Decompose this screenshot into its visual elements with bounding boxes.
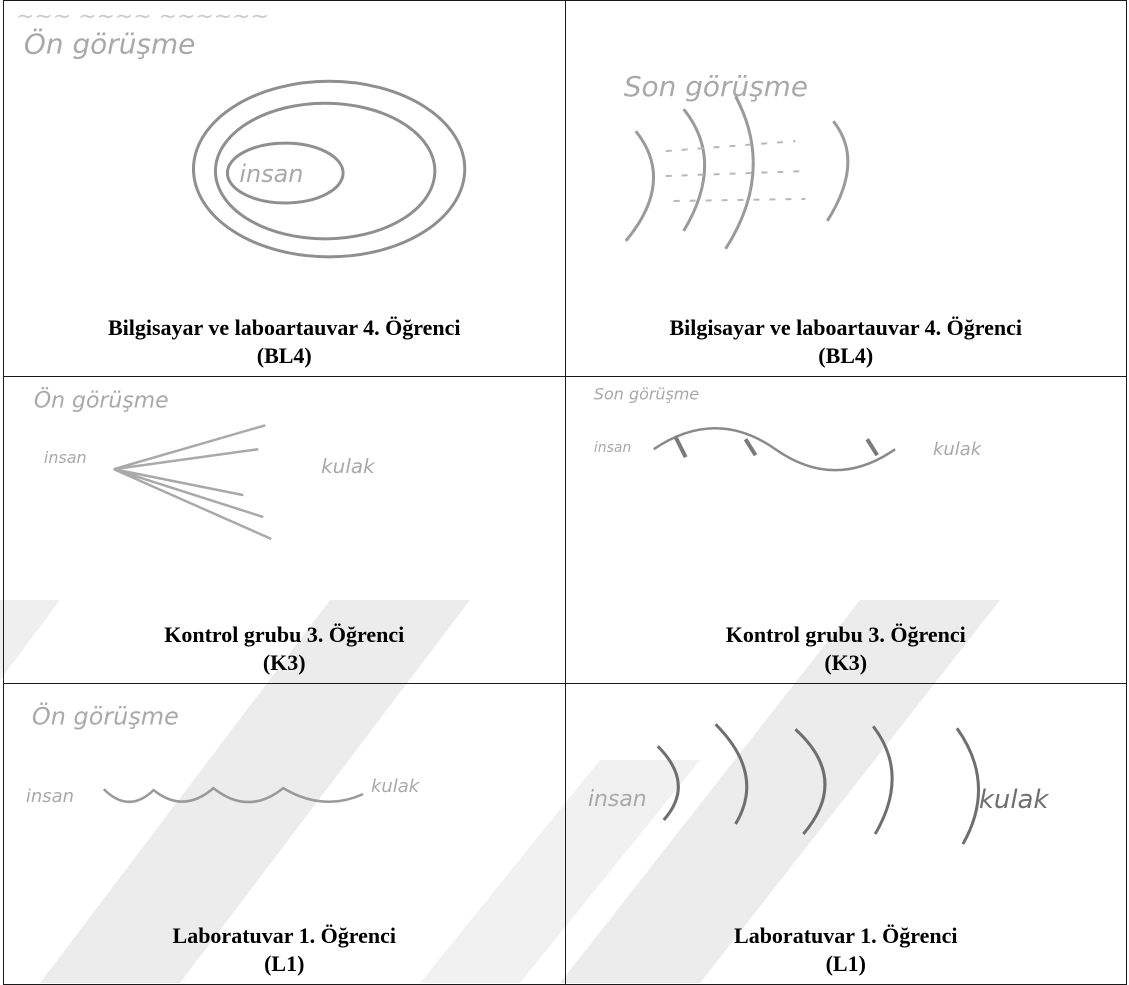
drawing-word-kulak: kulak xyxy=(933,439,982,460)
drawing-heading: Son görüşme xyxy=(593,384,698,403)
svg-text:~~~ ~~~~ ~~~~~~: ~~~ ~~~~ ~~~~~~ xyxy=(16,4,269,29)
drawings-table: ~~~ ~~~~ ~~~~~~ Ön görüşme insan Bilgisa… xyxy=(3,0,1127,985)
drawing-word-insan: insan xyxy=(593,440,630,456)
cell-k3-pre: Ön görüşme insan kulak Kontrol grubu 3. … xyxy=(4,377,566,684)
caption: Bilgisayar ve laboartauvar 4. Öğrenci (B… xyxy=(566,314,1127,370)
caption: Kontrol grubu 3. Öğrenci (K3) xyxy=(566,621,1127,677)
caption-line1: Kontrol grubu 3. Öğrenci xyxy=(566,621,1127,649)
drawing-word-insan: insan xyxy=(26,786,74,807)
drawing-word-kulak: kulak xyxy=(321,454,376,478)
caption: Kontrol grubu 3. Öğrenci (K3) xyxy=(4,621,565,677)
caption-line1: Laboratuvar 1. Öğrenci xyxy=(566,922,1127,950)
cell-l1-pre: Ön görüşme insan kulak Laboratuvar 1. Öğ… xyxy=(4,684,566,985)
caption-line2: (L1) xyxy=(566,950,1127,978)
caption-line2: (BL4) xyxy=(4,342,565,370)
drawing-heading: Ön görüşme xyxy=(24,26,195,60)
cell-l1-post: insan kulak Laboratuvar 1. Öğrenci (L1) xyxy=(565,684,1127,985)
cell-bl4-post: Son görüşme Bilgisayar ve laboartauvar 4… xyxy=(565,1,1127,377)
caption: Laboratuvar 1. Öğrenci (L1) xyxy=(4,922,565,978)
caption: Laboratuvar 1. Öğrenci (L1) xyxy=(566,922,1127,978)
drawing-word-kulak: kulak xyxy=(371,776,420,797)
caption-line2: (K3) xyxy=(566,649,1127,677)
caption-line2: (L1) xyxy=(4,950,565,978)
drawing-heading: Ön görüşme xyxy=(34,387,169,413)
caption-line1: Laboratuvar 1. Öğrenci xyxy=(4,922,565,950)
caption-line1: Bilgisayar ve laboartauvar 4. Öğrenci xyxy=(566,314,1127,342)
drawing-heading: Ön görüşme xyxy=(32,701,179,730)
caption-line1: Bilgisayar ve laboartauvar 4. Öğrenci xyxy=(4,314,565,342)
caption-line2: (BL4) xyxy=(566,342,1127,370)
drawing-word-insan: insan xyxy=(239,160,303,188)
cell-bl4-pre: ~~~ ~~~~ ~~~~~~ Ön görüşme insan Bilgisa… xyxy=(4,1,566,377)
caption-line1: Kontrol grubu 3. Öğrenci xyxy=(4,621,565,649)
cell-k3-post: Son görüşme insan kulak Kontrol grubu 3.… xyxy=(565,377,1127,684)
caption: Bilgisayar ve laboartauvar 4. Öğrenci (B… xyxy=(4,314,565,370)
caption-line2: (K3) xyxy=(4,649,565,677)
drawing-word-insan: insan xyxy=(587,787,646,812)
drawing-word-kulak: kulak xyxy=(978,785,1049,815)
drawing-word-insan: insan xyxy=(44,448,87,467)
drawing-heading: Son görüşme xyxy=(623,70,807,103)
